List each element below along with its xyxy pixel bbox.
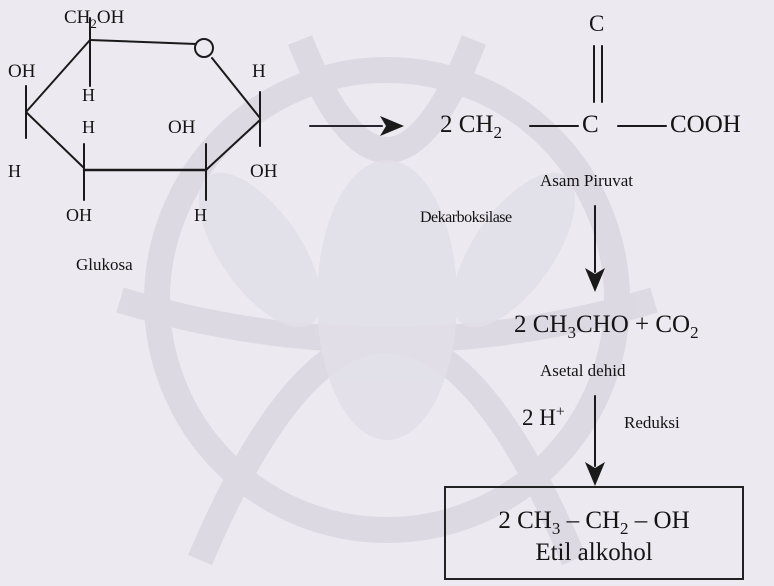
pyruvate-ch2: 2 CH2 (440, 111, 502, 142)
acetaldehyde-formula: 2 CH3CHO + CO2 (514, 311, 699, 342)
arrow-decarboxylation-head (585, 268, 605, 292)
glucose-h-c1: H (252, 61, 266, 82)
ring-bond-c4-c3 (25, 111, 85, 169)
pyruvate-top-carbon: C (589, 11, 605, 36)
ring-bond-top (89, 39, 197, 45)
acetaldehyde-name: Asetal dehid (540, 361, 626, 380)
product-box (444, 486, 744, 580)
arrow-glucose-pyruvate-head (380, 116, 404, 136)
ring-bond-c5-c4 (25, 39, 91, 113)
ring-bond-o-c1 (211, 57, 261, 119)
glucose-h-c3: H (82, 117, 95, 137)
hydrogen-cofactor: 2 H+ (522, 403, 565, 430)
ethanol-formula: 2 CH3 – CH2 – OH (498, 507, 690, 538)
glucose-h-c4: H (8, 161, 21, 181)
glucose-oh-c3: OH (66, 205, 92, 225)
glucose-oh-c1: OH (250, 161, 278, 182)
glucose-h-c2: H (194, 205, 207, 225)
decarboxylase-label: Dekarboksilase (420, 209, 512, 226)
glucose-oh-c4: OH (8, 61, 36, 82)
glucose-ch2oh-label: CH2OH (64, 7, 125, 31)
reduction-label: Reduksi (624, 413, 680, 432)
ring-bond-c2-c1 (205, 119, 261, 171)
arrow-reduction-head (585, 462, 605, 486)
pyruvate-center-carbon: C (582, 111, 599, 138)
pyruvate-name: Asam Piruvat (540, 171, 634, 190)
pyruvate-cooh: COOH (670, 111, 741, 138)
glucose-h-c5: H (82, 85, 95, 105)
glucose-name: Glukosa (76, 255, 133, 274)
ring-oxygen-circle (194, 38, 214, 58)
glucose-oh-c2: OH (168, 117, 196, 138)
ethanol-name: Etil alkohol (535, 539, 653, 566)
